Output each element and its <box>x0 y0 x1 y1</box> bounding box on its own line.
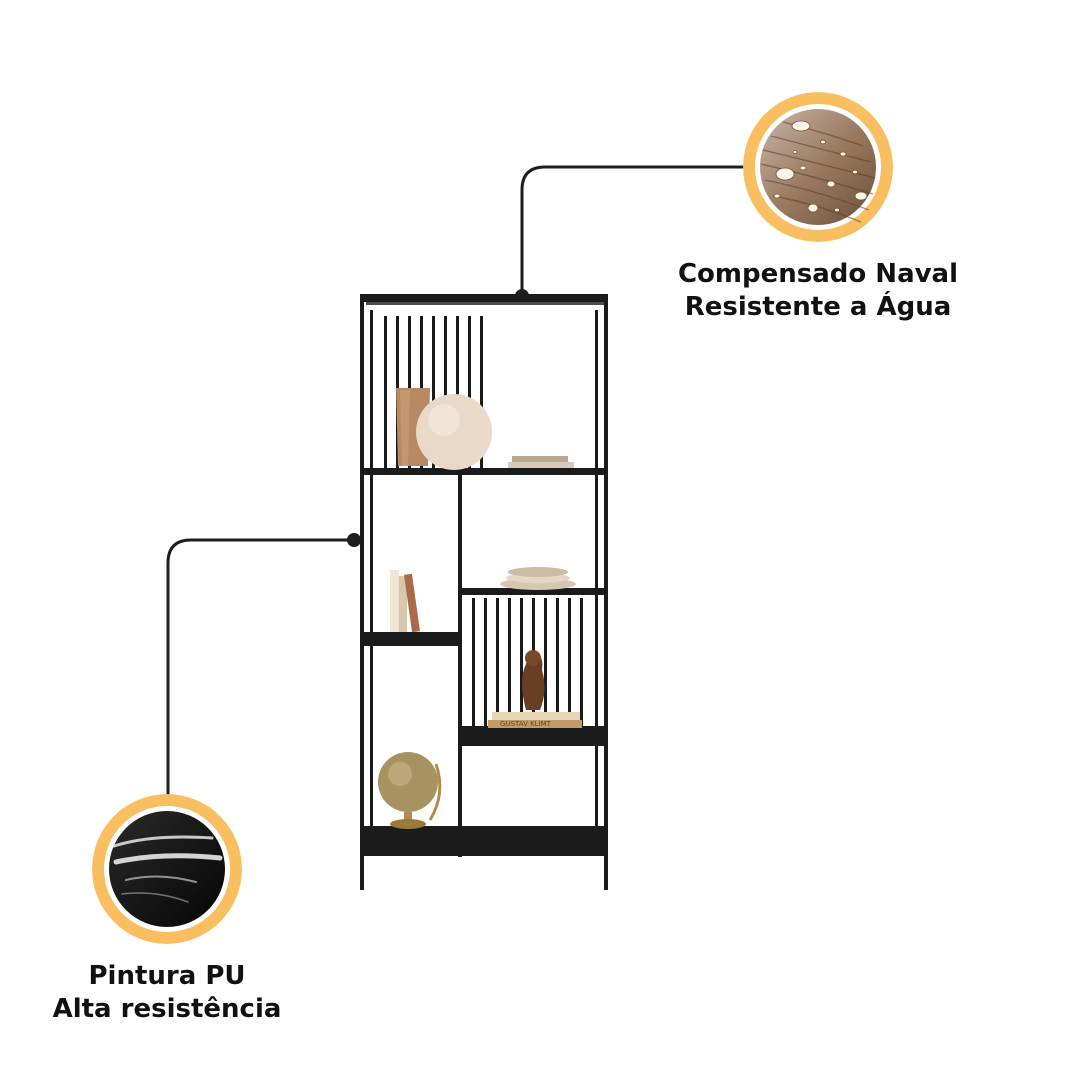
callout-top-line2: Resistente a Água <box>684 292 952 322</box>
bookshelf-product-image: GUSTAV KLIMT <box>340 280 630 900</box>
callout-bottom-line1: Pintura PU <box>88 961 246 991</box>
callout-caption-bottom: Pintura PU Alta resistência <box>0 960 334 1026</box>
water-drops-wood-icon <box>743 92 893 242</box>
leader-line-bottom <box>166 538 354 800</box>
callout-top-line1: Compensado Naval <box>677 259 959 289</box>
callout-caption-top: Compensado Naval Resistente a Água <box>648 258 988 324</box>
book-spine-text: GUSTAV KLIMT <box>500 720 552 728</box>
callout-bottom-line2: Alta resistência <box>52 994 282 1024</box>
glossy-black-paint-icon <box>92 794 242 944</box>
